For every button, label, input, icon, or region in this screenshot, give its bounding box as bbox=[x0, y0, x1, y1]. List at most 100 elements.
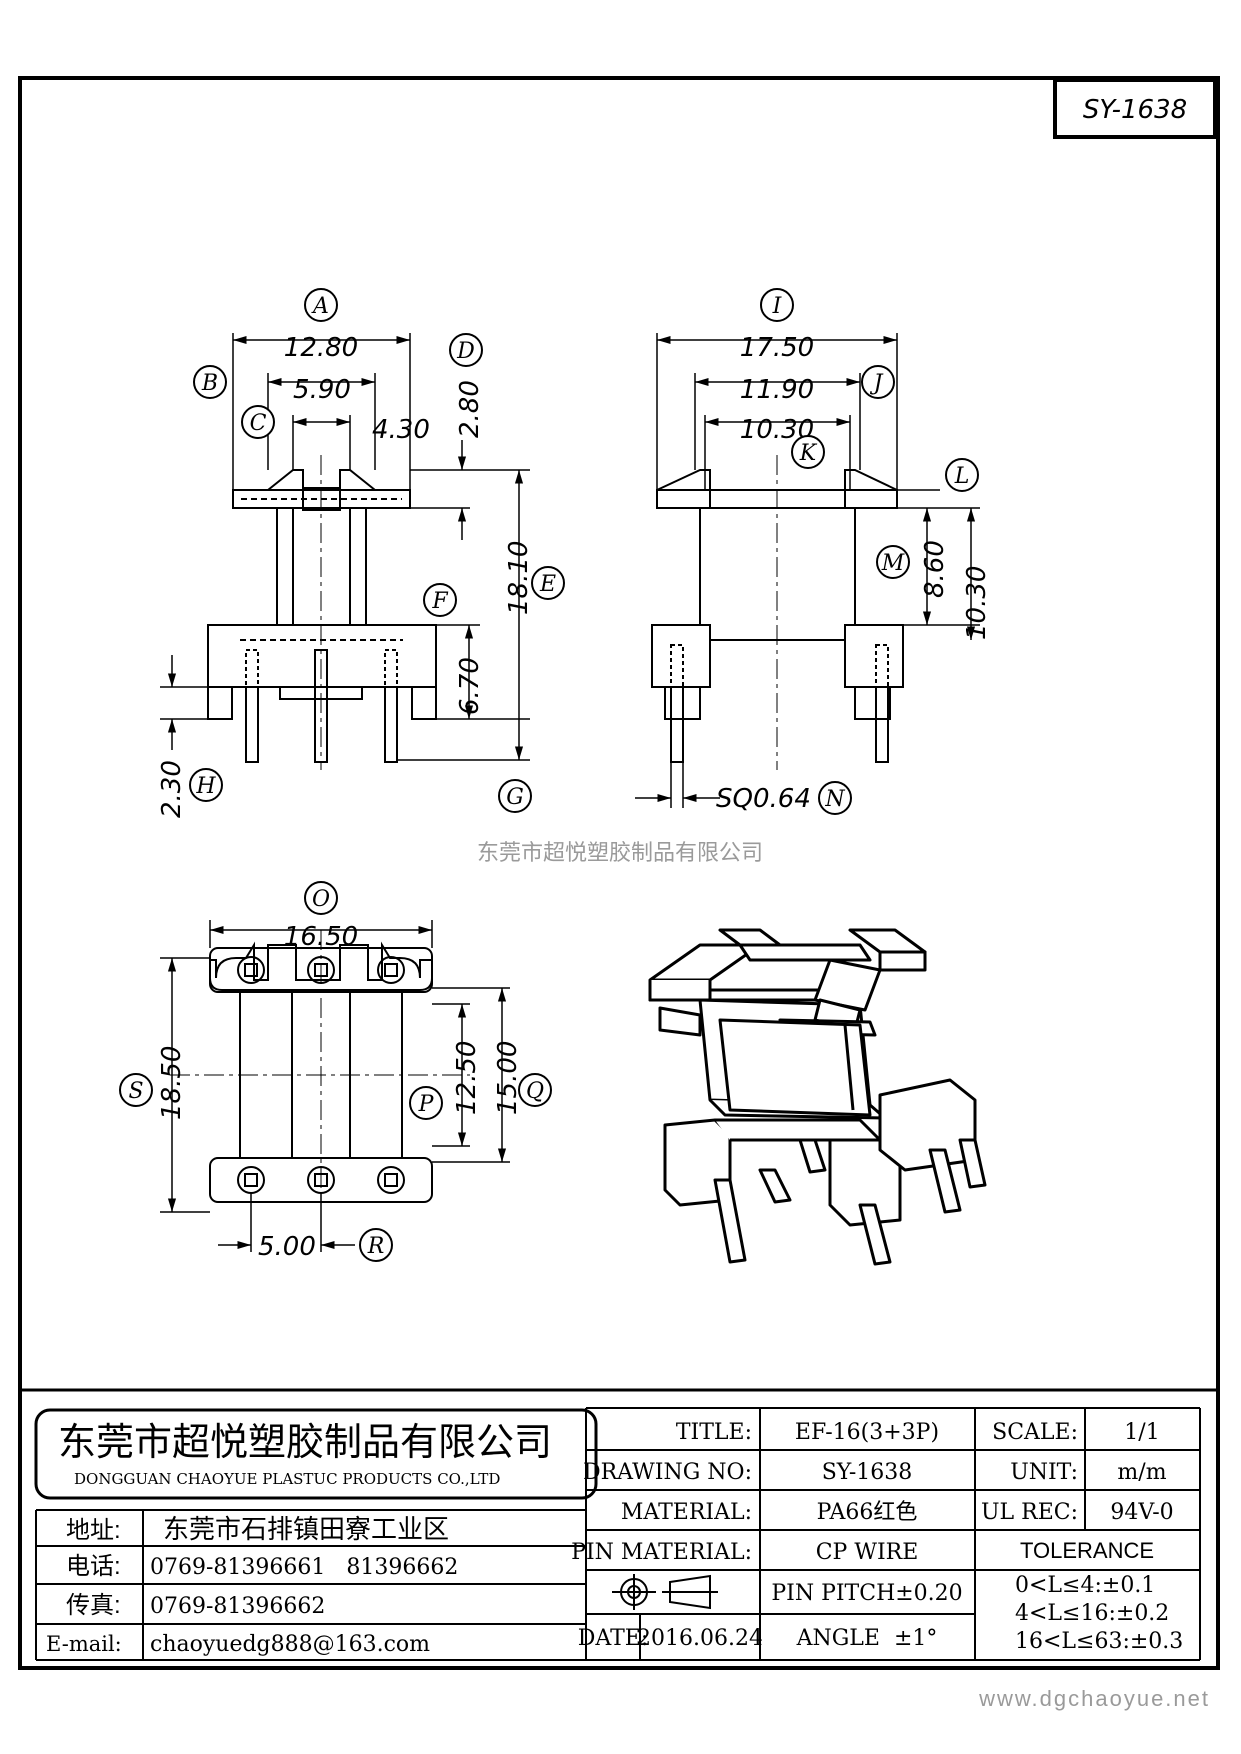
marker-O: O bbox=[304, 881, 338, 915]
unit-value: m/m bbox=[1117, 1460, 1166, 1485]
drawing-no-value: SY-1638 bbox=[822, 1460, 913, 1485]
ul-label: UL REC: bbox=[981, 1500, 1078, 1525]
pin-material-label: PIN MATERIAL: bbox=[571, 1540, 752, 1565]
scale-label: SCALE: bbox=[992, 1420, 1078, 1445]
dim-M-value: 8.60 bbox=[920, 540, 950, 598]
dim-S-value: 18.50 bbox=[157, 1046, 187, 1120]
marker-H: H bbox=[189, 768, 223, 802]
footer-url: www.dgchaoyue.net bbox=[978, 1686, 1210, 1711]
side-view-dimensions bbox=[635, 333, 980, 808]
pin-material-value: CP WIRE bbox=[816, 1540, 919, 1565]
marker-D: D bbox=[449, 333, 483, 367]
dim-E-value: 18.10 bbox=[504, 541, 534, 615]
scale-value: 1/1 bbox=[1124, 1420, 1159, 1445]
dim-N-value: SQ0.64 bbox=[716, 784, 811, 814]
marker-letter: N bbox=[824, 787, 845, 812]
marker-B: B bbox=[193, 365, 227, 399]
projection-symbol bbox=[612, 1574, 718, 1610]
marker-letter: S bbox=[128, 1079, 143, 1104]
marker-letter: J bbox=[870, 371, 884, 396]
address-value: 东莞市石排镇田寮工业区 bbox=[163, 1514, 449, 1544]
dim-L-value: 10.30 bbox=[962, 566, 992, 640]
material-value: PA66红色 bbox=[817, 1500, 918, 1525]
email-label: E-mail: bbox=[46, 1632, 122, 1656]
tolerance-range-1: 0<L≤4:±0.1 bbox=[1015, 1573, 1155, 1598]
dimension-markers: A B C D E F G H I J K L M N O P Q R S bbox=[119, 288, 979, 1262]
title-block-fields: TITLE: EF-16(3+3P) SCALE: 1/1 DRAWING NO… bbox=[571, 1420, 1183, 1654]
pin-pitch: PIN PITCH±0.20 bbox=[771, 1581, 962, 1606]
marker-S: S bbox=[119, 1073, 153, 1107]
material-label: MATERIAL: bbox=[621, 1500, 752, 1525]
marker-P: P bbox=[409, 1086, 443, 1120]
marker-R: R bbox=[359, 1228, 393, 1262]
marker-letter: Q bbox=[526, 1079, 544, 1104]
dim-C-value: 4.30 bbox=[372, 415, 430, 445]
dim-I-value: 17.50 bbox=[740, 333, 814, 363]
company-name-en: DONGGUAN CHAOYUE PLASTUC PRODUCTS CO.,LT… bbox=[74, 1470, 500, 1488]
bottom-view-pins bbox=[237, 956, 405, 1194]
dim-R-value: 5.00 bbox=[258, 1232, 316, 1262]
unit-label: UNIT: bbox=[1010, 1460, 1078, 1485]
company-block: 东莞市超悦塑胶制品有限公司 DONGGUAN CHAOYUE PLASTUC P… bbox=[46, 1422, 552, 1657]
ul-value: 94V-0 bbox=[1110, 1500, 1173, 1525]
fax-label: 传真: bbox=[66, 1592, 121, 1619]
title-block bbox=[20, 1388, 1218, 1661]
bottom-view-dimensions bbox=[160, 920, 510, 1252]
date-value: 2016.06.24 bbox=[637, 1626, 763, 1651]
sheet-border bbox=[18, 76, 1220, 1670]
marker-A: A bbox=[304, 288, 338, 322]
front-view-dim-labels: 12.80 5.90 4.30 2.80 18.10 6.70 2.30 bbox=[157, 333, 534, 818]
marker-letter: B bbox=[201, 371, 218, 396]
company-name-cn: 东莞市超悦塑胶制品有限公司 bbox=[58, 1422, 552, 1464]
dim-J-value: 11.90 bbox=[740, 375, 814, 405]
marker-F: F bbox=[423, 583, 457, 617]
tolerance-range-3: 16<L≤63:±0.3 bbox=[1015, 1629, 1183, 1654]
dim-Q-value: 15.00 bbox=[493, 1041, 523, 1115]
marker-letter: H bbox=[195, 774, 216, 799]
dim-O-value: 16.50 bbox=[284, 922, 358, 952]
watermark: 东莞市超悦塑胶制品有限公司 bbox=[477, 840, 763, 865]
dim-F-value: 6.70 bbox=[455, 657, 485, 715]
marker-letter: E bbox=[539, 572, 556, 597]
marker-M: M bbox=[876, 545, 910, 579]
tolerance-range-2: 4<L≤16:±0.2 bbox=[1015, 1601, 1169, 1626]
dim-P-value: 12.50 bbox=[452, 1041, 482, 1115]
drawing-id: SY-1638 bbox=[1083, 95, 1187, 125]
marker-K: K bbox=[791, 435, 825, 469]
dim-A-value: 12.80 bbox=[284, 333, 358, 363]
marker-letter: P bbox=[418, 1092, 435, 1117]
email-value: chaoyuedg888@163.com bbox=[150, 1632, 430, 1657]
fax-value: 0769-81396662 bbox=[150, 1594, 325, 1619]
dim-B-value: 5.90 bbox=[293, 375, 351, 405]
front-view-dimensions bbox=[160, 333, 530, 761]
marker-letter: M bbox=[881, 551, 905, 576]
front-view bbox=[207, 455, 437, 770]
marker-letter: D bbox=[456, 339, 475, 364]
marker-N: N bbox=[818, 781, 852, 815]
title-value: EF-16(3+3P) bbox=[795, 1420, 939, 1445]
marker-I: I bbox=[760, 288, 794, 322]
marker-letter: G bbox=[506, 785, 524, 810]
dim-D-value: 2.80 bbox=[455, 380, 485, 438]
marker-E: E bbox=[531, 566, 565, 600]
marker-letter: R bbox=[367, 1234, 385, 1259]
marker-letter: K bbox=[799, 441, 818, 466]
tolerance-label: TOLERANCE bbox=[1020, 1538, 1154, 1563]
date-label: DATE: bbox=[578, 1626, 648, 1651]
marker-letter: F bbox=[431, 589, 448, 614]
marker-letter: A bbox=[311, 294, 329, 319]
bottom-view-dim-labels: 16.50 18.50 12.50 15.00 5.00 bbox=[157, 922, 523, 1262]
marker-G: G bbox=[498, 779, 532, 813]
marker-letter: I bbox=[772, 294, 783, 319]
drawing-no-label: DRAWING NO: bbox=[583, 1460, 752, 1485]
address-label: 地址: bbox=[66, 1517, 121, 1544]
phone-value: 0769-81396661 81396662 bbox=[150, 1555, 458, 1580]
marker-letter: C bbox=[250, 411, 267, 436]
drawing-id-box: SY-1638 bbox=[1053, 78, 1217, 139]
marker-L: L bbox=[945, 458, 979, 492]
marker-Q: Q bbox=[518, 1073, 552, 1107]
phone-label: 电话: bbox=[66, 1553, 121, 1580]
isometric-view bbox=[648, 928, 987, 1266]
marker-letter: L bbox=[954, 464, 970, 489]
